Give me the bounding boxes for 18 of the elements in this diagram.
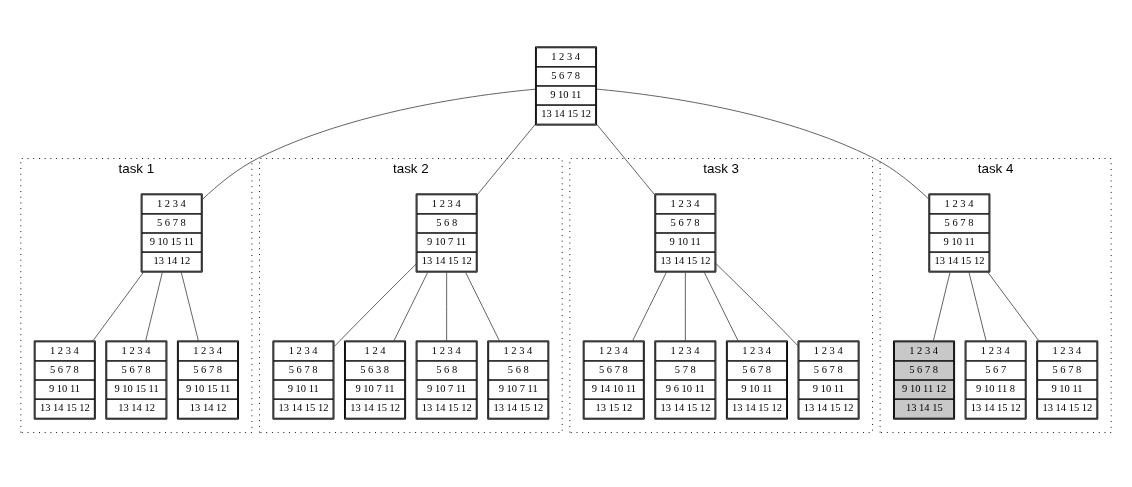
- connector: [92, 272, 144, 341]
- connector: [715, 263, 799, 347]
- connector: [703, 272, 739, 341]
- connector: [987, 272, 1040, 341]
- connector: [968, 272, 987, 341]
- connector: [333, 263, 417, 347]
- connector: [202, 88, 536, 200]
- connector: [632, 272, 667, 341]
- connector: [596, 123, 656, 196]
- connector: [465, 272, 500, 341]
- connector: [446, 272, 448, 341]
- connector: [393, 272, 429, 341]
- connector: [476, 123, 536, 196]
- connector: [145, 272, 163, 341]
- connector: [933, 272, 951, 341]
- connector: [596, 88, 929, 200]
- connector: [684, 272, 686, 341]
- connector: [180, 272, 199, 341]
